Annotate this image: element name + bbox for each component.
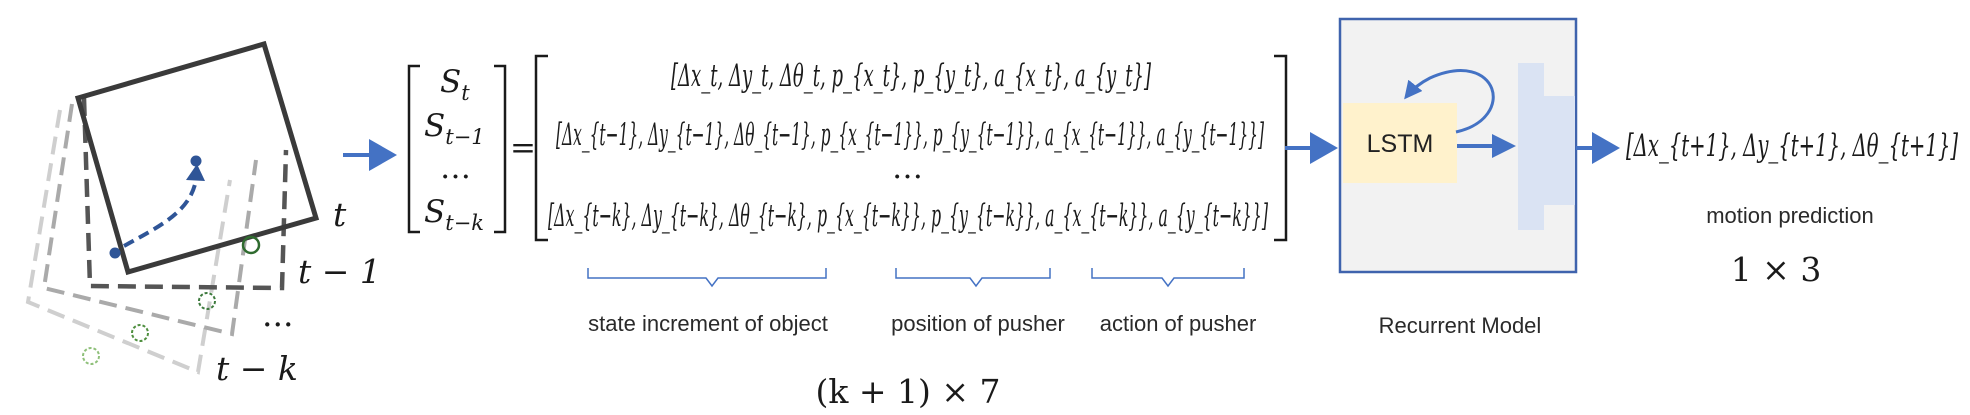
group-braces <box>587 268 1245 288</box>
matrix-size-label: (k + 1) × 7 <box>816 372 1001 411</box>
contact-circle-t-minus-1 <box>241 235 261 255</box>
contact-circle-t-minus-2 <box>198 292 216 310</box>
equals-sign: = <box>510 130 536 166</box>
label-t-minus-1: t − 1 <box>298 252 381 291</box>
frame-t-minus-k <box>25 109 232 375</box>
frame-t-minus-2 <box>41 103 258 337</box>
trajectory-end-dot <box>190 155 202 167</box>
brace-action <box>1091 268 1245 288</box>
trajectory-arrowhead <box>186 164 205 181</box>
label-state-increment: state increment of object <box>588 311 828 336</box>
feature-matrix-right-bracket <box>1274 54 1288 242</box>
fc-layer-block <box>1518 63 1575 230</box>
matrix-row-t-minus-k: [Δx_{t−k}, Δy_{t−k}, Δθ_{t−k}, p_{x_{t−k… <box>548 198 1268 234</box>
output-vector: [Δx_{t+1}, Δy_{t+1}, Δθ_{t+1}] <box>1626 128 1959 164</box>
output-size: 1 × 3 <box>1731 250 1822 289</box>
trajectory-path <box>123 179 198 248</box>
matrix-row-t-minus-1: [Δx_{t−1}, Δy_{t−1}, Δθ_{t−1}, p_{x_{t−1… <box>556 117 1264 153</box>
model-caption: Recurrent Model <box>1379 313 1542 338</box>
state-row-3: St−k <box>424 194 484 235</box>
feature-matrix: [Δx_t, Δy_t, Δθ_t, p_{x_t}, p_{y_t}, a_{… <box>534 54 1288 242</box>
state-vector: St St−1 … St−k <box>407 64 507 235</box>
label-action-of-pusher: action of pusher <box>1100 311 1257 336</box>
frame-t <box>74 40 320 276</box>
lstm-label: LSTM <box>1367 130 1434 158</box>
label-position-of-pusher: position of pusher <box>891 311 1065 336</box>
matrix-row-ellipsis: … <box>892 150 923 186</box>
lstm-block <box>1343 103 1457 183</box>
state-row-0: St <box>440 64 470 105</box>
output-caption: motion prediction <box>1706 203 1874 228</box>
label-t: t <box>333 195 347 234</box>
recurrent-loop-arrow <box>1404 69 1495 134</box>
contact-circle-t-minus-k <box>82 347 100 365</box>
state-vector-right-bracket <box>494 64 507 234</box>
matrix-row-t: [Δx_t, Δy_t, Δθ_t, p_{x_t}, p_{y_t}, a_{… <box>671 58 1152 94</box>
feature-matrix-left-bracket <box>534 54 548 242</box>
trajectory-start-dot <box>109 247 121 259</box>
recurrent-model: LSTM <box>1338 17 1578 274</box>
brace-position <box>895 268 1051 288</box>
frame-t-minus-1 <box>81 97 289 291</box>
contact-circle-t-minus-3 <box>131 324 149 342</box>
brace-state-increment <box>587 268 827 288</box>
label-t-minus-k: t − k <box>216 349 298 388</box>
state-vector-left-bracket <box>407 64 420 234</box>
state-row-1: St−1 <box>424 108 485 149</box>
label-dots: ... <box>262 295 293 334</box>
state-row-ellipsis: … <box>440 150 471 186</box>
object-frames: t t − 1 ... t − k <box>25 40 381 388</box>
